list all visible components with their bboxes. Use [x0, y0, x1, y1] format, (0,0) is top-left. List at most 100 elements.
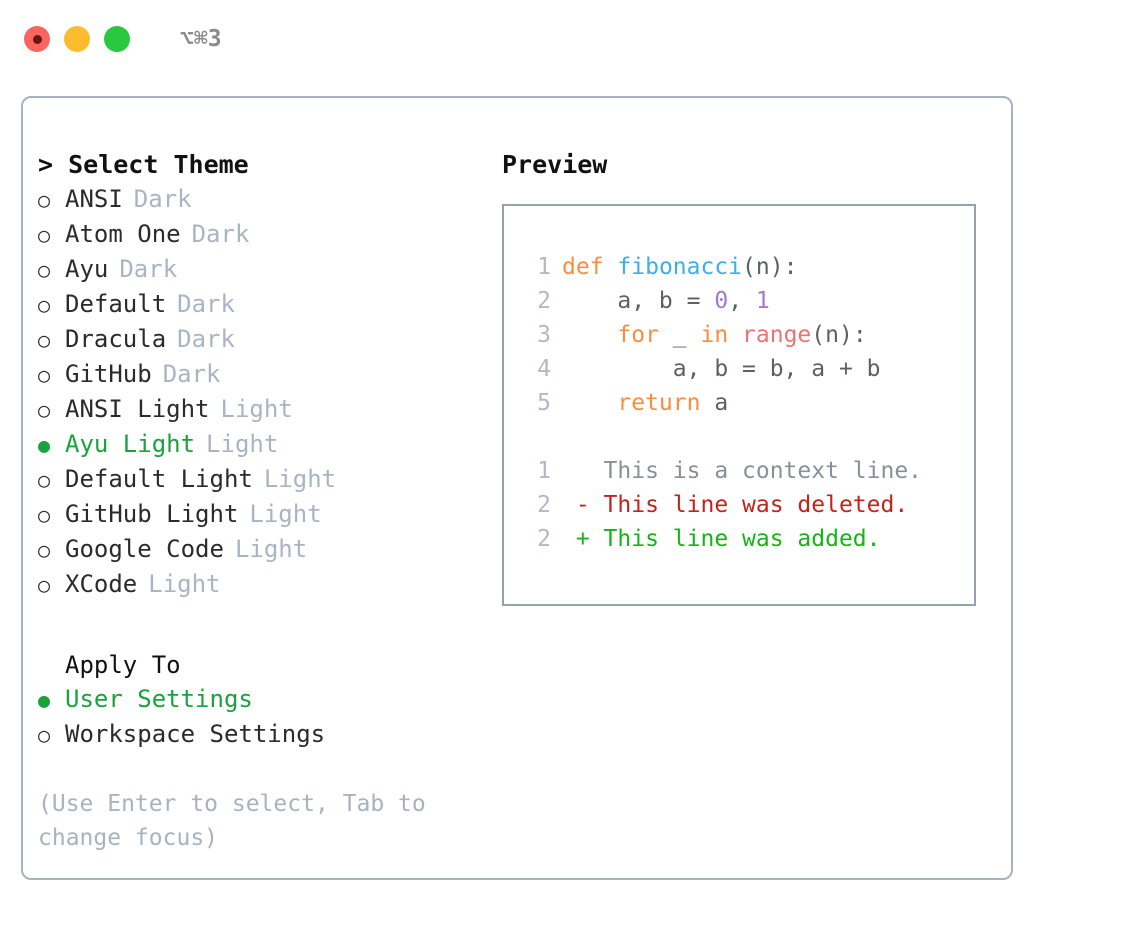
theme-option-badge: Light: [206, 430, 279, 458]
theme-option-badge: Light: [263, 465, 337, 493]
theme-option-default[interactable]: ○ Default Dark: [38, 287, 478, 322]
theme-option-atom-one[interactable]: ○ Atom One Dark: [38, 217, 478, 252]
code-line: 3 for _ in range(n):: [521, 318, 974, 352]
token-kw: in: [700, 322, 729, 348]
radio-unselected-icon: ○: [38, 398, 51, 422]
section-spacer: [38, 602, 478, 648]
shortcut-label: ⌥⌘3: [180, 26, 222, 52]
theme-option-badge: Dark: [162, 360, 221, 388]
apply-to-option-list: ● User Settings ○ Workspace Settings: [38, 682, 478, 752]
theme-option-ansi-light[interactable]: ○ ANSI Light Light: [38, 392, 478, 427]
token-pn: (n):: [811, 322, 867, 348]
token-bi: range: [742, 322, 812, 348]
radio-unselected-icon: ○: [38, 468, 51, 492]
token-pn: a, b =: [562, 288, 715, 314]
code-text: a, b = 0, 1: [562, 284, 770, 318]
window-controls: [24, 26, 130, 52]
line-number: 2: [537, 288, 551, 314]
token-num: 1: [755, 288, 770, 314]
token-kw: return: [617, 390, 701, 416]
theme-option-badge: Dark: [177, 325, 235, 353]
theme-option-badge: Dark: [177, 290, 235, 318]
theme-option-github[interactable]: ○ GitHub Dark: [38, 357, 478, 392]
apply-to-option-workspace-settings[interactable]: ○ Workspace Settings: [38, 717, 478, 752]
code-text: return a: [562, 386, 728, 420]
theme-option-badge: Dark: [119, 255, 178, 283]
token-pn: [604, 254, 618, 280]
theme-option-label: GitHub: [65, 360, 152, 388]
line-number: 3: [537, 322, 551, 348]
token-kw: def: [562, 254, 604, 280]
title-bar: ⌥⌘3: [0, 0, 1140, 78]
theme-option-label: Atom One: [65, 220, 181, 248]
token-pn: [562, 322, 617, 348]
code-text: for _ in range(n):: [562, 318, 867, 352]
radio-unselected-icon: ○: [38, 293, 51, 317]
token-pn: _: [658, 322, 701, 348]
theme-option-label: XCode: [65, 570, 138, 598]
theme-option-badge: Light: [249, 500, 322, 528]
token-num: 0: [714, 288, 729, 314]
apply-to-option-user-settings[interactable]: ● User Settings: [38, 682, 478, 717]
apply-to-title: Apply To: [65, 651, 181, 679]
token-pn: ,: [728, 288, 756, 314]
close-icon[interactable]: [24, 26, 50, 52]
code-line: 5 return a: [521, 386, 974, 420]
radio-unselected-icon: ○: [38, 188, 51, 212]
token-pn: [562, 390, 617, 416]
code-line: 4 a, b = b, a + b: [521, 352, 974, 386]
line-number: 2: [537, 526, 551, 552]
radio-unselected-icon: ○: [38, 328, 51, 352]
diff-line-del: 2 - This line was deleted.: [521, 488, 974, 522]
theme-option-label: ANSI Light: [65, 395, 210, 423]
minimize-icon[interactable]: [64, 26, 90, 52]
code-text: def fibonacci(n):: [562, 250, 797, 284]
radio-unselected-icon: ○: [38, 723, 51, 747]
apply-to-option-label: Workspace Settings: [65, 720, 326, 748]
line-number: 4: [537, 356, 551, 382]
theme-option-label: Dracula: [65, 325, 167, 353]
code-line: 2 a, b = 0, 1: [521, 284, 974, 318]
token-pn: a: [700, 390, 729, 416]
theme-option-label: GitHub Light: [65, 500, 239, 528]
theme-option-dracula[interactable]: ○ Dracula Dark: [38, 322, 478, 357]
diff-block: 1 This is a context line.2 - This line w…: [521, 454, 974, 556]
radio-unselected-icon: ○: [38, 258, 51, 282]
maximize-icon[interactable]: [104, 26, 130, 52]
apply-to-option-label: User Settings: [65, 685, 253, 713]
radio-selected-icon: ●: [38, 688, 51, 712]
diff-line-ctx: 1 This is a context line.: [521, 454, 974, 488]
radio-unselected-icon: ○: [38, 223, 51, 247]
theme-option-badge: Dark: [191, 220, 250, 248]
token-kw: for: [617, 322, 659, 348]
theme-option-label: Ayu: [65, 255, 109, 283]
line-number: 2: [537, 492, 551, 518]
code-diff-spacer: [521, 420, 974, 454]
radio-unselected-icon: ○: [38, 363, 51, 387]
theme-option-label: Ayu Light: [65, 430, 196, 458]
code-text: a, b = b, a + b: [562, 352, 881, 386]
theme-option-ayu[interactable]: ○ Ayu Dark: [38, 252, 478, 287]
diff-text: - This line was deleted.: [562, 492, 909, 518]
theme-option-badge: Light: [220, 395, 293, 423]
radio-unselected-icon: ○: [38, 573, 51, 597]
theme-option-badge: Light: [234, 535, 308, 563]
radio-unselected-icon: ○: [38, 538, 51, 562]
theme-option-label: Default: [65, 290, 167, 318]
token-pn: [728, 322, 742, 348]
diff-line-add: 2 + This line was added.: [521, 522, 974, 556]
line-number: 1: [537, 458, 551, 484]
